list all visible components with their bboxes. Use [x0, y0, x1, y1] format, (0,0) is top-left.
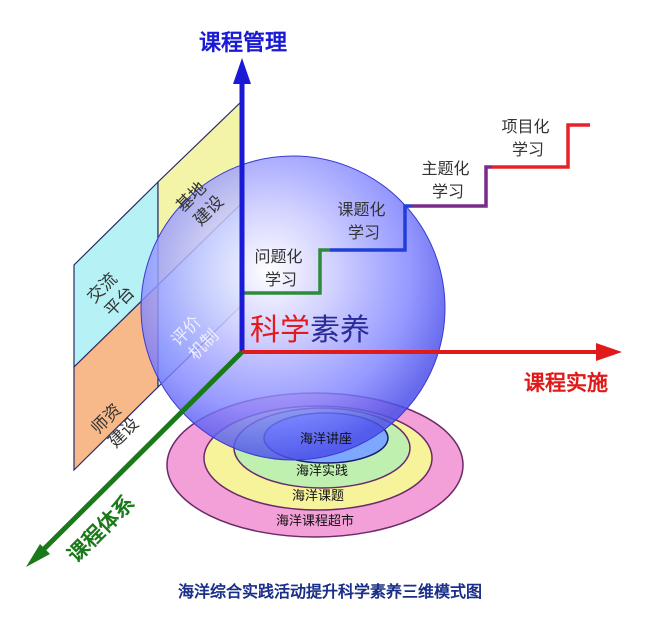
science-literacy-sphere [140, 155, 446, 461]
step-labels: 问题化 学习 课题化 学习 主题化 学习 项目化 学习 [254, 117, 554, 289]
ring-label-lecture: 海洋讲座 [300, 432, 352, 447]
ring-labels: 海洋讲座 海洋实践 海洋课题 海洋课程超市 [276, 432, 354, 529]
diagonal-axis-arrowhead [26, 544, 50, 567]
diagonal-axis-line [38, 350, 244, 555]
horizontal-axis-label: 课程实施 [524, 371, 608, 395]
ring-label-project: 海洋课题 [292, 489, 344, 504]
step-label-theme: 主题化 学习 [421, 159, 474, 201]
learning-staircase [242, 123, 590, 295]
center-label: 科学素养 [250, 313, 370, 348]
step-line-theme [412, 165, 492, 208]
diagonal-axis-label: 课程体系 [63, 491, 139, 567]
vertical-axis-arrowhead [233, 58, 251, 84]
horizontal-axis-arrowhead [596, 343, 622, 361]
vertical-axis-label: 课程管理 [199, 30, 287, 56]
figure-caption: 海洋综合实践活动提升科学素养三维模式图 [177, 582, 482, 601]
ring-label-practice: 海洋实践 [296, 464, 348, 479]
ring-label-market: 海洋课程超市 [276, 513, 354, 529]
step-label-project: 项目化 学习 [501, 117, 554, 159]
axes [26, 58, 622, 567]
step-line-problem [242, 248, 330, 295]
step-line-project [492, 123, 590, 169]
step-label-topic: 课题化 学习 [337, 200, 390, 242]
step-line-topic [330, 204, 412, 252]
step-label-problem: 问题化 学习 [254, 247, 307, 289]
